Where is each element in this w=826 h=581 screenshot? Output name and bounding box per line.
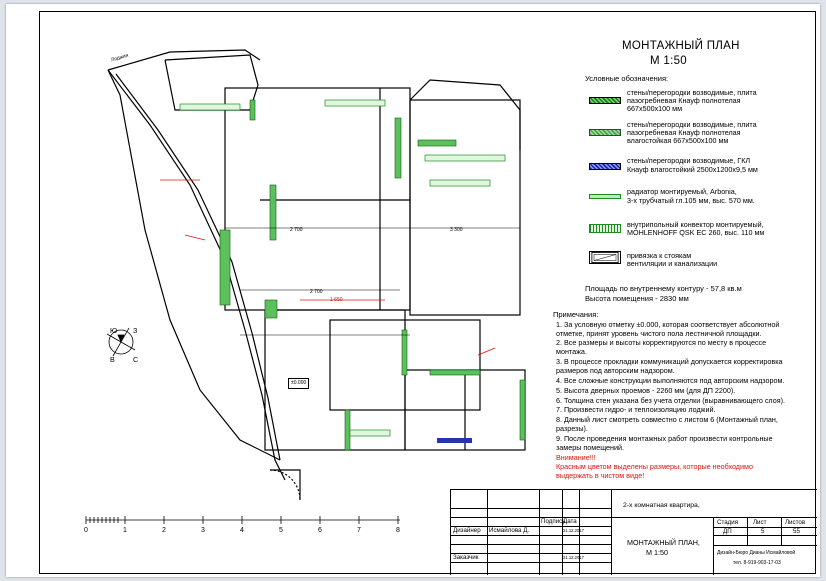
- scale-tick-label: 7: [357, 527, 361, 534]
- studio-name: Дизайн-Бюро Дианы Исмайловой: [717, 550, 796, 556]
- blue-hatch-gkl-symbol-icon: [589, 163, 621, 170]
- radiator-symbol-icon: [589, 194, 621, 199]
- note-line: замеры помещений.: [556, 443, 625, 452]
- note-line: 8. Данный лист смотреть совместно с лист…: [556, 415, 778, 424]
- scale-tick-label: 0: [84, 527, 88, 534]
- legend-line: внутрипольный конвектор монтируемый,: [627, 220, 764, 229]
- compass-label: С: [133, 355, 139, 364]
- scale-tick-label: 4: [240, 527, 244, 534]
- legend-line: влагостойкая 667х500х100 мм: [627, 136, 729, 145]
- legend-line: привязка к стоякам: [627, 251, 692, 260]
- legend-line: 667х500х100 мм: [627, 104, 683, 113]
- legend-line: радиатор монтируемый, Arbonia,: [627, 187, 737, 196]
- height-summary: Высота помещения - 2830 мм: [585, 294, 689, 303]
- designer-role: Дизайнер: [453, 527, 481, 534]
- customer-role: Заказчик: [453, 554, 479, 561]
- warning-line: Красным цветом выделены размеры, которые…: [556, 462, 753, 471]
- legend-line: MÖHLENHOFF QSK EC 260, выс. 110 мм: [627, 228, 765, 237]
- title-block: Подпись Дата Дизайнер Исмайлова Д. 21.12…: [450, 489, 817, 575]
- note-line: 4. Все сложные конструкции выполняются п…: [556, 376, 785, 385]
- sheet-frame: [39, 11, 816, 574]
- designer-name: Исмайлова Д.: [489, 527, 530, 534]
- dim-label: 2 700: [290, 227, 303, 233]
- compass-label: В: [110, 355, 115, 364]
- note-line: 1. За условную отметку ±0.000, которая с…: [556, 320, 780, 329]
- sheet-scale: М 1:50: [646, 548, 668, 557]
- legend-line: пазогребневая Кнауф полнотелая: [627, 128, 741, 137]
- list-value: 5: [761, 528, 765, 535]
- note-line: монтажа.: [556, 347, 587, 356]
- stadia-value: ДП: [723, 528, 732, 535]
- compass-label: З: [133, 326, 138, 335]
- legend-line: стены/перегородки возводимые, плита: [627, 120, 757, 129]
- listov-value: 55: [793, 528, 800, 535]
- convector-symbol-icon: [589, 224, 621, 233]
- compass-label: Ю: [110, 326, 118, 335]
- note-line: отметке, принят уровень чистого пола лес…: [556, 329, 762, 338]
- note-line: 2. Все размеры и высоты корректируются п…: [556, 338, 767, 347]
- studio-phone: тел. 8-919-903-17-03: [733, 560, 781, 566]
- stamp-header: Дата: [563, 518, 577, 525]
- plan-title: МОНТАЖНЫЙ ПЛАН: [622, 40, 740, 52]
- scale-tick-label: 8: [396, 527, 400, 534]
- legend-line: Кнауф влагостойкий 2500х1200х9,5 мм: [627, 165, 758, 174]
- designer-date: 21.12.2017: [563, 528, 584, 533]
- note-line: 6. Толщина стен указана без учета отделк…: [556, 396, 785, 405]
- scale-tick-label: 1: [123, 527, 127, 534]
- plan-scale: М 1:50: [650, 55, 687, 67]
- legend-line: 3-х трубчатый гл.105 мм, выс. 570 мм.: [627, 196, 755, 205]
- vent-riser-symbol-icon: [589, 251, 621, 264]
- warning-line: выдержать в чистом виде!: [556, 471, 645, 480]
- scale-tick-label: 3: [201, 527, 205, 534]
- area-summary: Площадь по внутреннему контуру - 57,8 кв…: [585, 284, 742, 293]
- scale-tick-label: 6: [318, 527, 322, 534]
- scale-tick-label: 2: [162, 527, 166, 534]
- stadia-label: Стадия: [717, 519, 739, 526]
- dim-label: 2 700: [310, 289, 323, 295]
- stamp-header: Подпись: [541, 518, 566, 525]
- note-line: размеров под авторским надзором.: [556, 366, 675, 375]
- legend-heading: Условные обозначения:: [585, 74, 669, 83]
- dim-label-red: 1 650: [330, 297, 343, 303]
- dim-label: 3 300: [450, 227, 463, 233]
- note-line: 9. После проведения монтажных работ прои…: [556, 434, 773, 443]
- legend-line: вентиляции и канализации: [627, 259, 718, 268]
- green-hatch-moisture-wall-symbol-icon: [589, 129, 621, 136]
- scale-tick-label: 5: [279, 527, 283, 534]
- legend-line: стены/перегородки возводимые, плита: [627, 88, 757, 97]
- project-name: 2-х комнатная квартира,: [623, 502, 700, 509]
- legend-line: пазогребневая Кнауф полнотелая: [627, 96, 741, 105]
- list-label: Лист: [753, 519, 767, 526]
- customer-date: 21.12.2017: [563, 555, 584, 560]
- note-line: 5. Высота дверных проемов - 2260 мм (для…: [556, 386, 736, 395]
- notes-heading: Примечания:: [553, 310, 599, 319]
- warning-title: Внимание!!!: [556, 453, 596, 462]
- note-line: 7. Произвести гидро- и теплоизоляцию лод…: [556, 405, 716, 414]
- note-line: 3. В процессе прокладки коммуникаций доп…: [556, 357, 783, 366]
- sheet-title: МОНТАЖНЫЙ ПЛАН,: [627, 538, 700, 547]
- note-line: разрезы).: [556, 424, 588, 433]
- level-mark: ±0.000: [288, 378, 310, 389]
- listov-label: Листов: [785, 519, 806, 526]
- green-hatch-wall-symbol-icon: [589, 97, 621, 104]
- legend-line: стены/перегородки возводимые, ГКЛ: [627, 156, 751, 165]
